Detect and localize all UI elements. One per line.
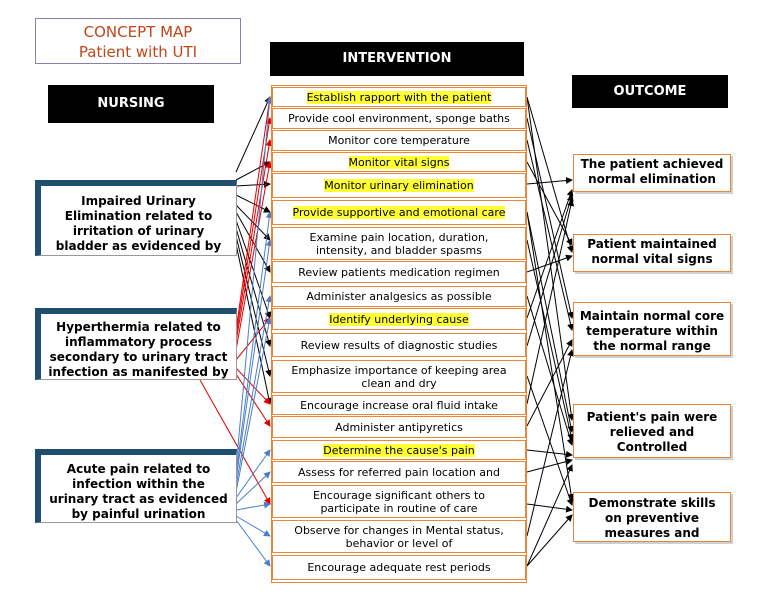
intervention-label: Emphasize importance of keeping area cle… [291, 363, 507, 390]
intervention-label: Provide cool environment, sponge baths [288, 112, 510, 125]
intervention-label: Encourage adequate rest periods [307, 561, 491, 574]
intervention-header: INTERVENTION [270, 42, 524, 76]
outcome-preventive-measures: Demonstrate skills on preventive measure… [573, 492, 731, 542]
intervention-label: Review results of diagnostic studies [300, 338, 498, 352]
outcome-core-temperature: Maintain normal core temperature within … [573, 302, 731, 356]
intervention-label: Examine pain location, duration, intensi… [309, 230, 489, 257]
intervention-label: Observe for changes in Mental status, be… [294, 523, 504, 550]
outcome-header: OUTCOME [572, 75, 728, 108]
nursing-diagnosis-urinary-elimination: Impaired Urinary Elimination related to … [35, 180, 237, 256]
intervention-item: Monitor vital signs [272, 152, 526, 172]
intervention-item: Observe for changes in Mental status, be… [272, 520, 526, 553]
intervention-item: Assess for referred pain location and [272, 461, 526, 483]
intervention-label: Monitor vital signs [348, 155, 450, 169]
title-line-2: Patient with UTI [78, 43, 198, 61]
intervention-item: Identify underlying cause [272, 308, 526, 330]
outcome-normal-elimination: The patient achieved normal elimination [573, 154, 731, 192]
intervention-label: Administer antipyretics [335, 420, 463, 434]
concept-map-title: CONCEPT MAP Patient with UTI [35, 18, 241, 64]
intervention-item: Administer antipyretics [272, 416, 526, 438]
intervention-label: Provide supportive and emotional care [292, 206, 506, 219]
nursing-diagnosis-acute-pain: Acute pain related to infection within t… [35, 449, 237, 523]
intervention-label: Establish rapport with the patient [306, 90, 492, 104]
intervention-item: Monitor urinary elimination [272, 173, 526, 198]
intervention-label: Determine the cause's pain [323, 443, 475, 457]
intervention-label: Monitor urinary elimination [324, 179, 474, 192]
intervention-item: Examine pain location, duration, intensi… [272, 227, 526, 260]
intervention-item: Establish rapport with the patient [272, 87, 526, 107]
intervention-item: Encourage significant others to particip… [272, 485, 526, 518]
title-line-1: CONCEPT MAP [83, 23, 193, 41]
intervention-label: Review patients medication regimen [298, 265, 500, 279]
intervention-item: Monitor core temperature [272, 130, 526, 151]
nursing-diagnosis-hyperthermia: Hyperthermia related to inflammatory pro… [35, 308, 237, 380]
intervention-label: Identify underlying cause [329, 312, 469, 326]
intervention-item: Encourage adequate rest periods [272, 555, 526, 580]
intervention-label: Assess for referred pain location and [298, 465, 500, 479]
intervention-label: Monitor core temperature [328, 134, 470, 147]
intervention-column [271, 85, 527, 583]
intervention-item: Determine the cause's pain [272, 440, 526, 460]
nursing-header: NURSING [48, 85, 214, 123]
outcome-normal-vital-signs: Patient maintained normal vital signs [573, 234, 731, 272]
intervention-item: Emphasize importance of keeping area cle… [272, 360, 526, 393]
intervention-label: Encourage significant others to particip… [312, 488, 486, 515]
intervention-item: Administer analgesics as possible [272, 286, 526, 307]
intervention-item: Provide cool environment, sponge baths [272, 108, 526, 129]
intervention-label: Encourage increase oral fluid intake [300, 398, 498, 412]
intervention-item: Review patients medication regimen [272, 261, 526, 283]
outcome-pain-relieved: Patient's pain were relieved and Control… [573, 404, 731, 458]
intervention-label: Administer analgesics as possible [306, 290, 492, 303]
intervention-item: Review results of diagnostic studies [272, 333, 526, 357]
intervention-item: Encourage increase oral fluid intake [272, 395, 526, 415]
intervention-item: Provide supportive and emotional care [272, 200, 526, 225]
